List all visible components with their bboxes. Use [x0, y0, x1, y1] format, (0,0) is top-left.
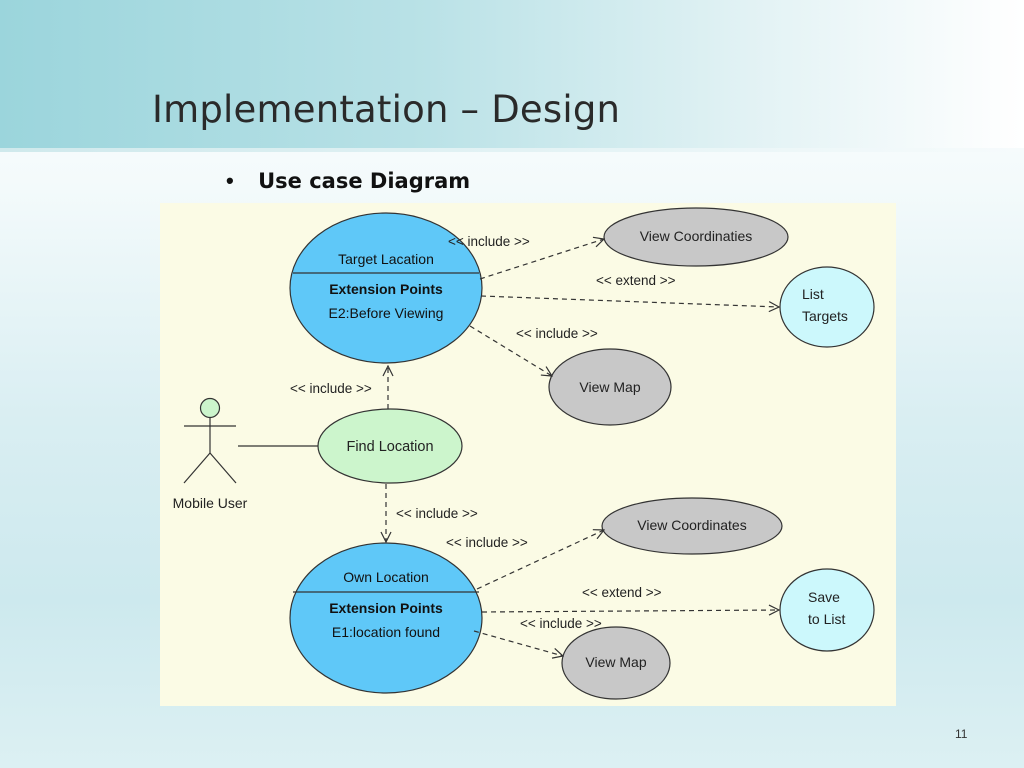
include-arrow-own-map — [473, 630, 563, 656]
usecase-view-map-upper[interactable]: View Map — [548, 348, 672, 426]
find-location-label: Find Location — [346, 439, 433, 455]
label-find-own: << include >> — [396, 506, 478, 521]
label-target-coords: << include >> — [448, 234, 530, 249]
usecase-view-coordinaties[interactable]: View Coordinaties — [603, 207, 789, 267]
page-number: 11 — [955, 727, 968, 741]
usecase-target-location[interactable]: Target Lacation Extension Points E2:Befo… — [289, 212, 483, 364]
diagram-canvas: Mobile User Find Location Target Lacatio… — [173, 207, 875, 700]
slide-title: Implementation – Design — [152, 88, 621, 131]
bullet-text: Use case Diagram — [258, 169, 471, 193]
target-ext-header: Extension Points — [329, 281, 443, 297]
actor-mobile-user: Mobile User — [173, 397, 248, 511]
own-ext-point: E1:location found — [332, 624, 440, 640]
usecase-find-location[interactable]: Find Location — [317, 408, 463, 484]
view-coordinaties-label: View Coordinaties — [640, 228, 753, 244]
title-band — [0, 0, 1024, 152]
label-target-list: << extend >> — [596, 273, 676, 288]
own-ext-header: Extension Points — [329, 600, 443, 616]
bullet-item: • Use case Diagram — [226, 168, 470, 194]
label-target-map: << include >> — [516, 326, 598, 341]
usecase-list-targets[interactable]: List Targets — [779, 266, 875, 348]
label-own-save: << extend >> — [582, 585, 662, 600]
list-targets-line1: List — [802, 286, 824, 302]
list-targets-line2: Targets — [802, 308, 848, 324]
usecase-view-coordinates[interactable]: View Coordinates — [601, 497, 783, 555]
save-line1: Save — [808, 589, 840, 605]
include-arrow-target-map — [469, 325, 552, 376]
usecase-view-map-lower[interactable]: View Map — [561, 626, 671, 700]
view-coordinates-label: View Coordinates — [637, 517, 746, 533]
target-ext-point: E2:Before Viewing — [329, 305, 444, 321]
include-arrow-target-coords — [479, 239, 604, 280]
usecase-own-location[interactable]: Own Location Extension Points E1:locatio… — [289, 542, 483, 694]
own-location-name: Own Location — [343, 569, 429, 585]
extend-arrow-own-save — [481, 610, 779, 612]
view-map-lower-label: View Map — [585, 654, 646, 670]
extend-arrow-target-list — [480, 295, 779, 307]
actor-head — [199, 397, 221, 419]
actor-label: Mobile User — [173, 495, 248, 511]
view-map-upper-label: View Map — [579, 379, 640, 395]
label-own-map: << include >> — [520, 616, 602, 631]
target-location-name: Target Lacation — [338, 251, 434, 267]
use-case-diagram: Mobile User Find Location Target Lacatio… — [160, 203, 896, 706]
bullet-dot: • — [226, 168, 234, 193]
label-own-coords: << include >> — [446, 535, 528, 550]
label-find-target: << include >> — [290, 381, 372, 396]
usecase-save-to-list[interactable]: Save to List — [779, 568, 875, 652]
save-line2: to List — [808, 611, 845, 627]
